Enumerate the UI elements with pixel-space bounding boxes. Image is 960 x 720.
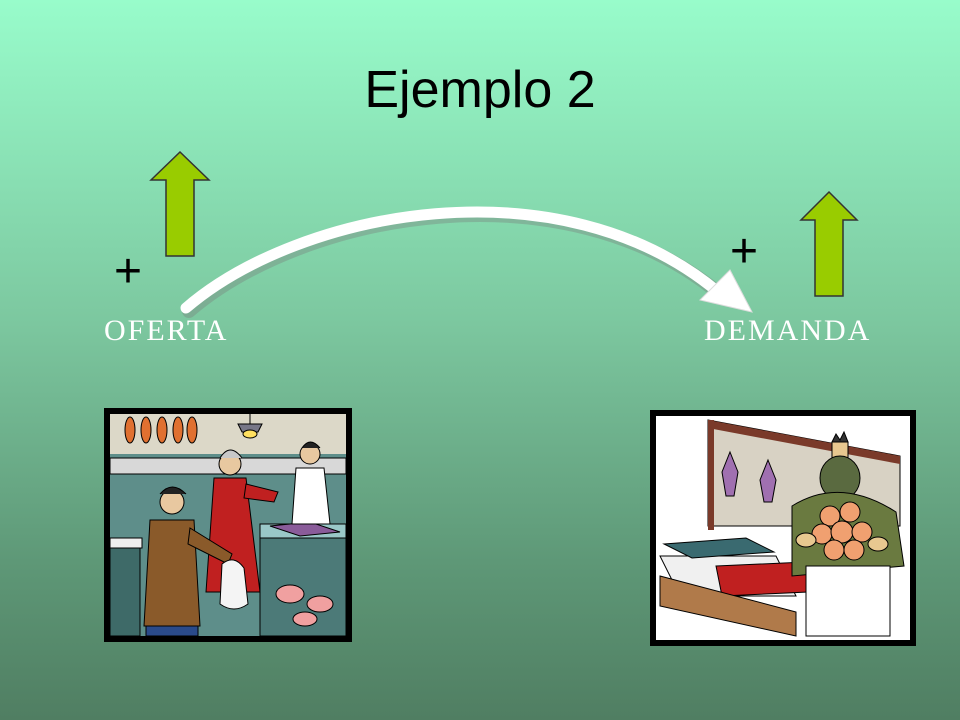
up-arrow-icon	[149, 150, 211, 257]
curved-connector-arrow	[180, 206, 753, 318]
slide-title: Ejemplo 2	[364, 61, 596, 119]
demand-increase-sign: +	[730, 225, 759, 278]
fishmonger-illustration	[650, 410, 916, 646]
up-arrow-icon	[799, 190, 859, 297]
demand-label: DEMANDA	[704, 314, 872, 347]
supply-label: OFERTA	[104, 314, 229, 347]
supply-increase-sign: +	[114, 245, 143, 298]
fish-market-illustration	[104, 408, 352, 642]
